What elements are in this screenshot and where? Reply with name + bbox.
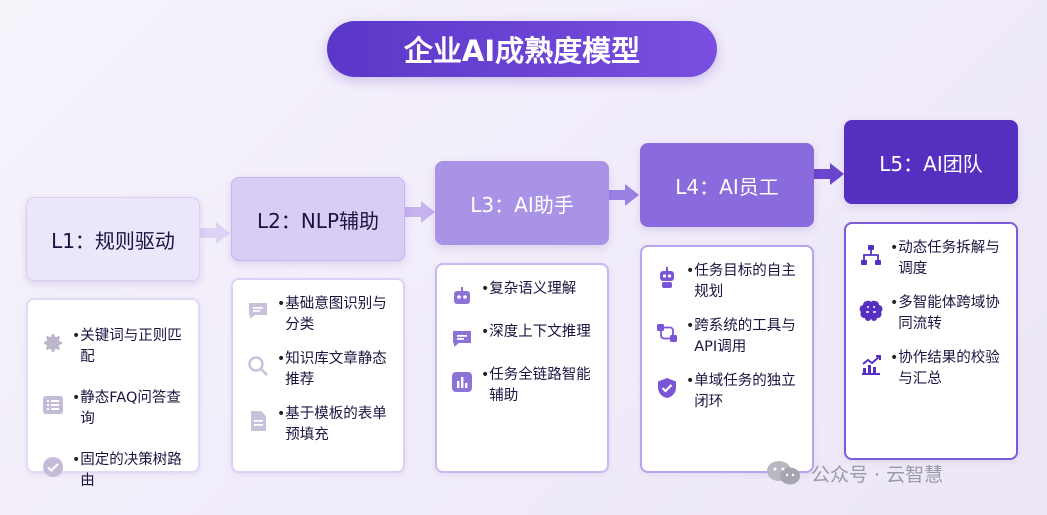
item-text: 静态FAQ问答查询 [80, 390, 181, 427]
list-item: •基于模板的表单预填充 [245, 404, 393, 446]
list-item: •复杂语义理解 [449, 279, 597, 309]
trend-chart-icon [858, 352, 884, 378]
wechat-icon [765, 459, 803, 487]
list-icon [40, 392, 66, 418]
robot-icon [449, 283, 475, 309]
list-item: •任务目标的自主规划 [654, 261, 802, 303]
item-text: 固定的决策树路由 [80, 452, 182, 489]
list-item: •动态任务拆解与调度 [858, 238, 1006, 280]
workflow-icon [654, 320, 680, 346]
brain-icon [858, 297, 884, 323]
item-text: 动态任务拆解与调度 [898, 240, 1000, 277]
list-item: •基础意图识别与分类 [245, 294, 393, 336]
level-1-card: •关键词与正则匹配 •静态FAQ问答查询 •固定的决策树路由 [26, 298, 200, 489]
document-icon [245, 408, 271, 434]
level-2-header: L2：NLP辅助 [231, 177, 405, 261]
item-text: 复杂语义理解 [489, 281, 577, 297]
item-text: 基于模板的表单预填充 [285, 406, 387, 443]
robot-icon [654, 265, 680, 291]
level-4-header: L4：AI员工 [640, 143, 814, 227]
arrow-connector-1 [200, 222, 230, 244]
search-icon [245, 353, 271, 379]
level-5-card: •动态任务拆解与调度 •多智能体跨域协同流转 •协作结果的校验与汇总 [844, 222, 1018, 460]
list-item: •跨系统的工具与API调用 [654, 316, 802, 358]
level-5-header: L5：AI团队 [844, 120, 1018, 204]
list-item: •知识库文章静态推荐 [245, 349, 393, 391]
arrow-connector-3 [609, 184, 639, 206]
arrow-connector-2 [405, 201, 435, 223]
item-text: 任务全链路智能辅助 [489, 367, 591, 404]
level-2-card: •基础意图识别与分类 •知识库文章静态推荐 •基于模板的表单预填充 [231, 278, 405, 473]
list-item: •协作结果的校验与汇总 [858, 348, 1006, 390]
list-item: •单域任务的独立闭环 [654, 371, 802, 413]
diagram-title: 企业AI成熟度模型 [327, 21, 717, 77]
level-4-card: •任务目标的自主规划 •跨系统的工具与API调用 •单域任务的独立闭环 [640, 245, 814, 473]
list-item: •固定的决策树路由 [40, 450, 188, 492]
item-text: 基础意图识别与分类 [285, 296, 387, 333]
chat-bubble-icon [245, 298, 271, 324]
bar-chart-icon [449, 369, 475, 395]
item-text: 任务目标的自主规划 [694, 263, 796, 300]
item-text: 多智能体跨域协同流转 [898, 295, 1000, 332]
hierarchy-icon [858, 242, 884, 268]
level-3-card: •复杂语义理解 •深度上下文推理 •任务全链路智能辅助 [435, 263, 609, 473]
list-item: •关键词与正则匹配 [40, 326, 188, 368]
level-3-header: L3：AI助手 [435, 161, 609, 245]
watermark-text: 公众号 · 云智慧 [811, 463, 944, 486]
shield-check-icon [654, 375, 680, 401]
list-item: •深度上下文推理 [449, 322, 597, 352]
list-item: •多智能体跨域协同流转 [858, 293, 1006, 335]
list-item: •静态FAQ问答查询 [40, 388, 188, 430]
item-text: 跨系统的工具与API调用 [694, 318, 796, 355]
item-text: 单域任务的独立闭环 [694, 373, 796, 410]
list-item: •任务全链路智能辅助 [449, 365, 597, 407]
chat-bubble-icon [449, 326, 475, 352]
item-text: 知识库文章静态推荐 [285, 351, 387, 388]
level-1-header: L1：规则驱动 [26, 197, 200, 281]
arrow-connector-4 [814, 163, 844, 185]
watermark: 公众号 · 云智慧 [765, 458, 1035, 488]
item-text: 协作结果的校验与汇总 [898, 350, 1000, 387]
item-text: 关键词与正则匹配 [80, 328, 182, 365]
gear-icon [40, 330, 66, 356]
item-text: 深度上下文推理 [489, 324, 591, 340]
check-circle-icon [40, 454, 66, 480]
